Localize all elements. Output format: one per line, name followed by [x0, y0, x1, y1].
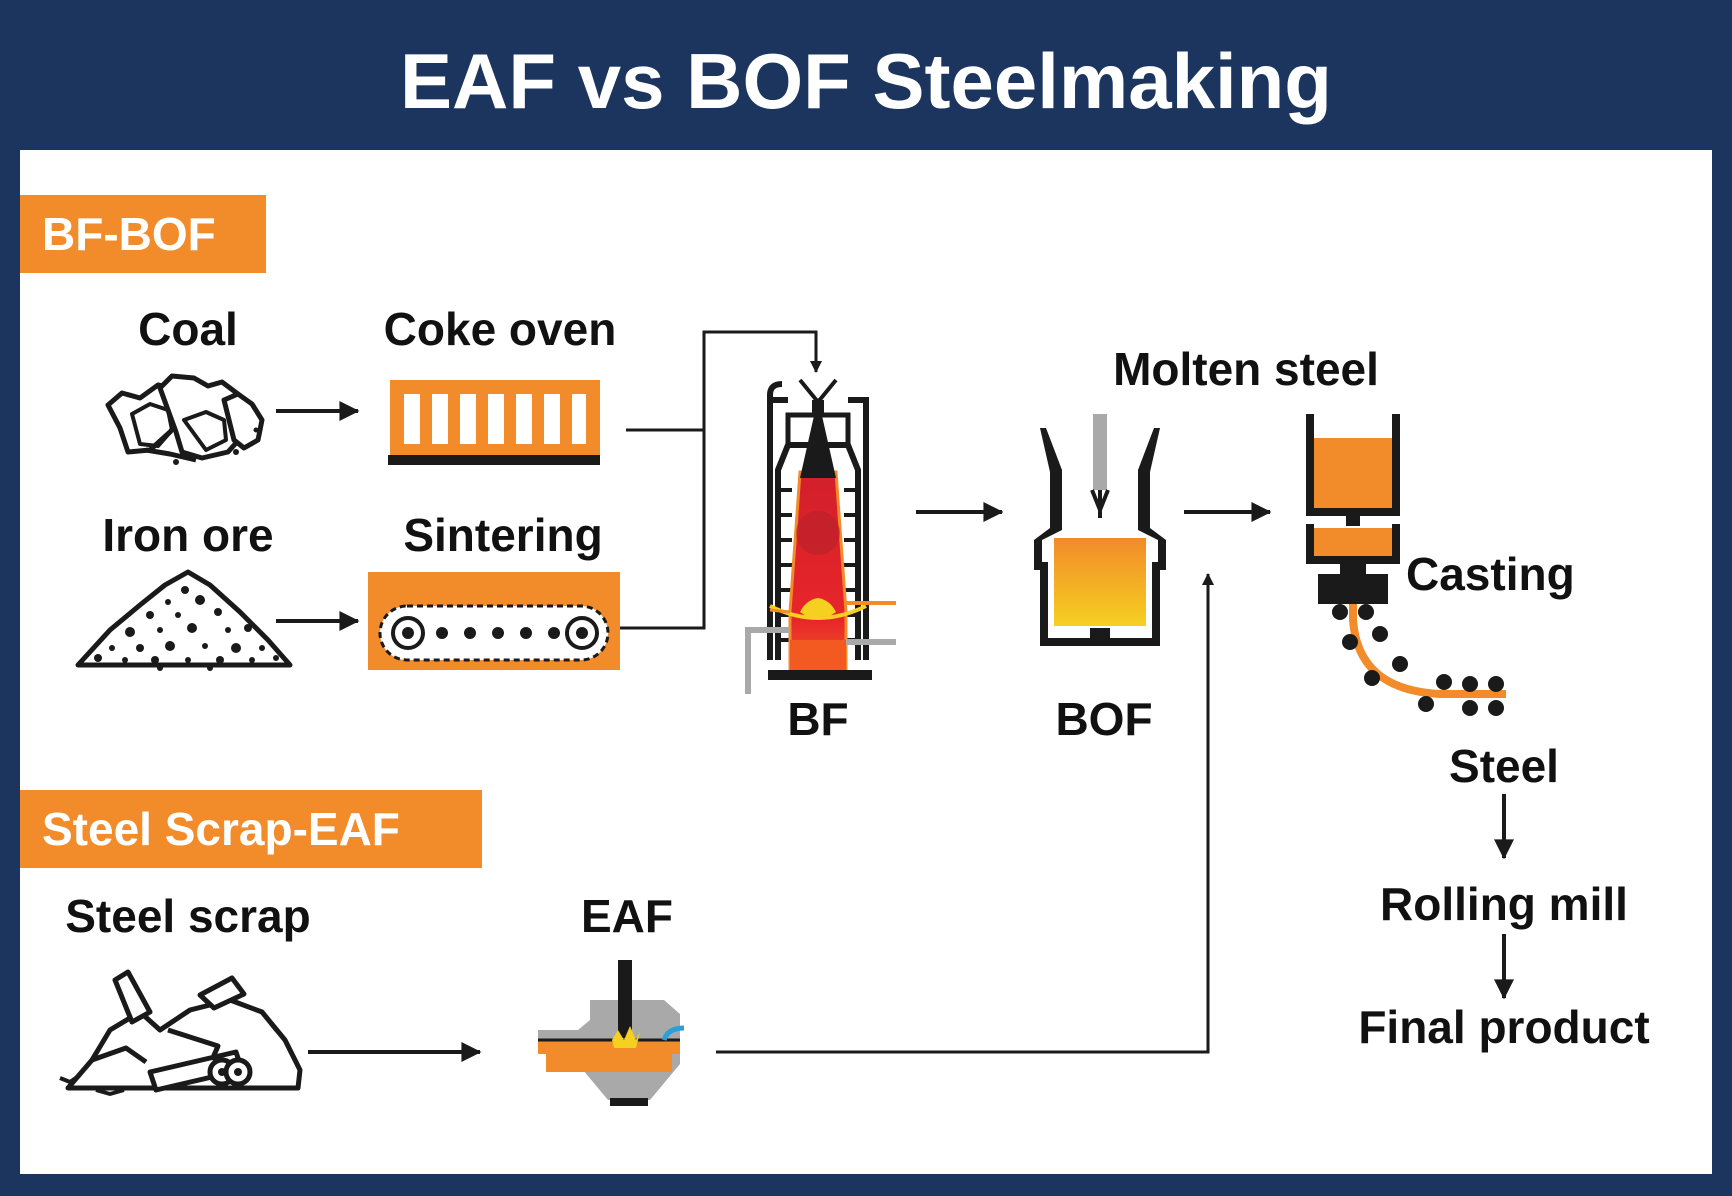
ore-pile-icon [75, 569, 293, 671]
steel-label: Steel [1449, 740, 1559, 792]
bf-label: BF [787, 693, 848, 745]
rolling-mill-label: Rolling mill [1380, 878, 1628, 930]
electric-arc-furnace-icon [538, 960, 685, 1106]
molten-steel-label: Molten steel [1113, 343, 1379, 395]
steel-scrap-label: Steel scrap [65, 890, 310, 942]
bof-label: BOF [1055, 693, 1152, 745]
sinter-conveyor-icon [368, 572, 620, 670]
coke-oven-label: Coke oven [384, 303, 617, 355]
scrap-pile-icon [59, 969, 303, 1096]
converter-icon [1034, 414, 1166, 646]
sintering-label: Sintering [403, 509, 602, 561]
continuous-caster-icon [1306, 414, 1506, 716]
section-tag-scrap-eaf-label: Steel Scrap-EAF [42, 803, 400, 855]
eaf-label: EAF [581, 890, 673, 942]
connector-sintering-to-bf [620, 330, 822, 630]
coal-lumps-icon [105, 373, 265, 465]
connector-eaf-to-casting [716, 573, 1214, 1054]
coal-label: Coal [138, 303, 238, 355]
iron-ore-label: Iron ore [102, 509, 273, 561]
section-tag-scrap-eaf [20, 790, 482, 868]
final-product-label: Final product [1358, 1001, 1649, 1053]
section-tag-bf-bof-label: BF-BOF [42, 208, 216, 260]
blast-furnace-icon [745, 378, 896, 694]
coke-oven-icon [388, 380, 600, 465]
casting-label: Casting [1406, 548, 1575, 600]
section-tag-bf-bof [20, 195, 266, 273]
content-panel [20, 150, 1712, 1174]
page-title: EAF vs BOF Steelmaking [400, 37, 1332, 125]
